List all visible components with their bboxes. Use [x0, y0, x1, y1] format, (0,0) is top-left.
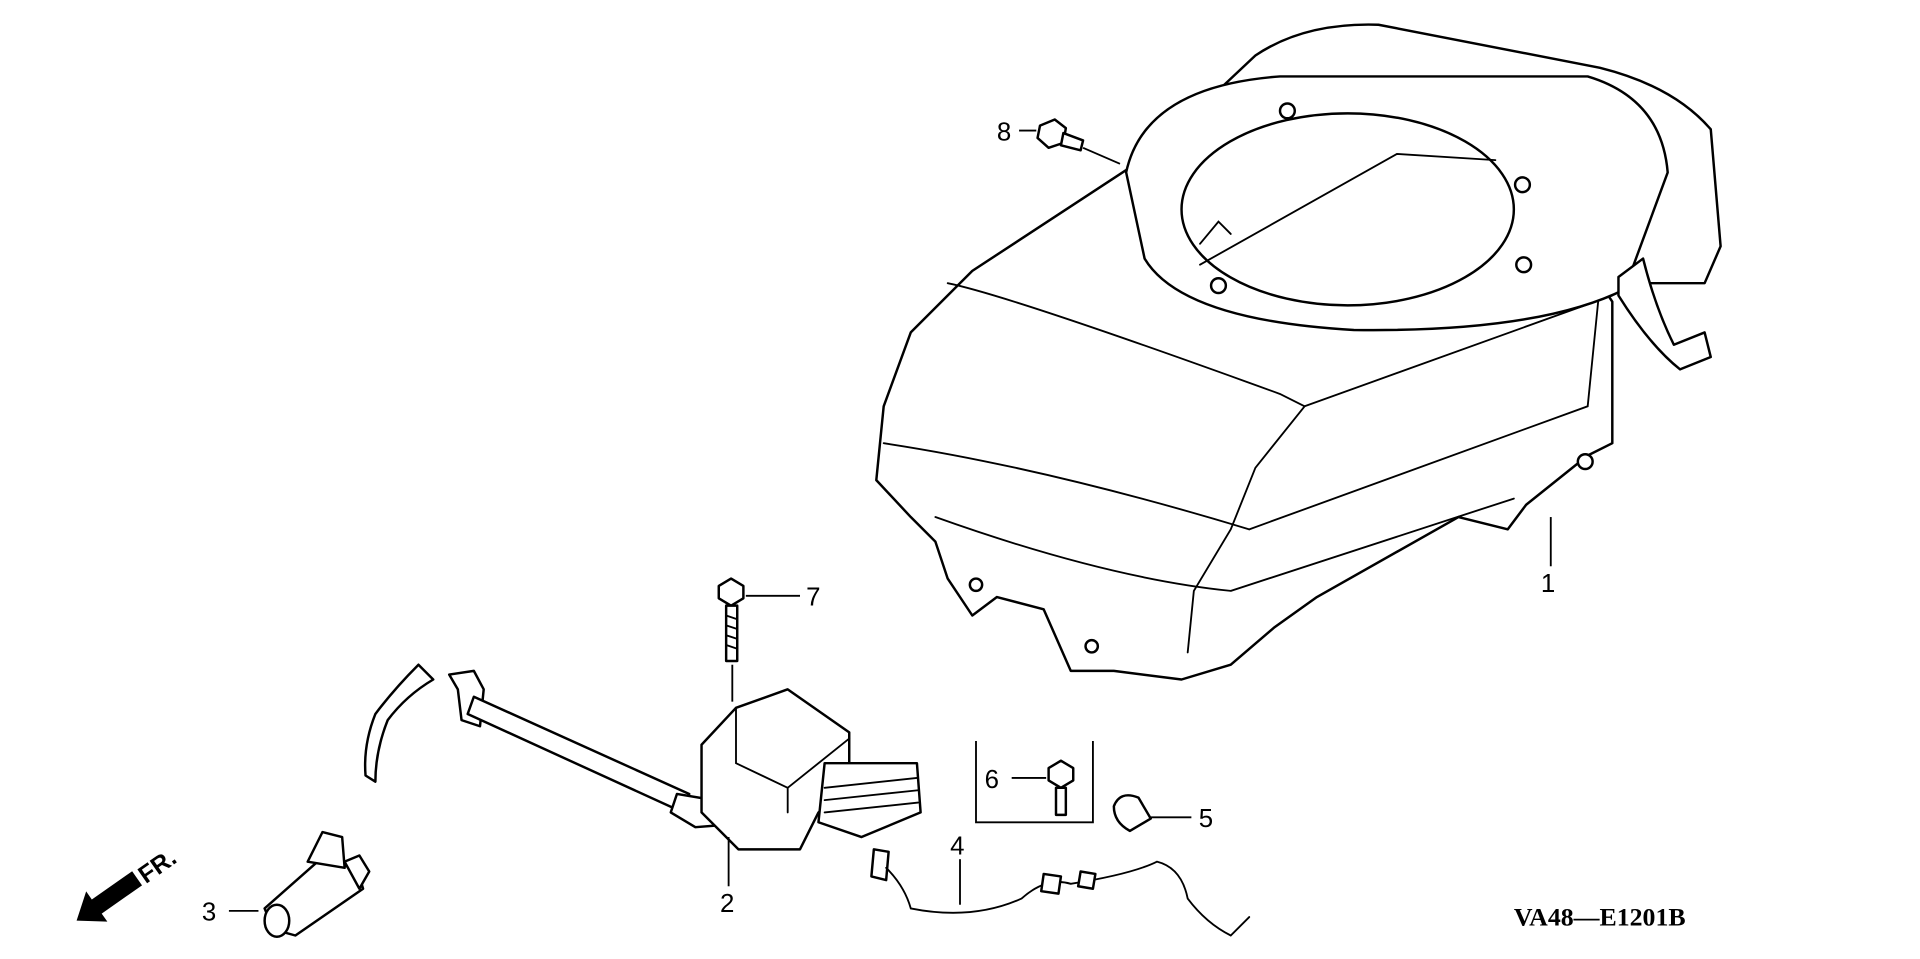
front-direction-arrow: FR. — [76, 844, 182, 922]
stop-switch-wire[interactable] — [870, 848, 1251, 937]
callout-2: 2 — [720, 890, 734, 918]
callout-4: 4 — [950, 832, 964, 860]
bolt-7[interactable] — [717, 577, 745, 663]
callout-5: 5 — [1199, 805, 1213, 833]
callout-8: 8 — [997, 118, 1011, 146]
diagram-code: VA48—E1201B — [1514, 903, 1686, 932]
callout-7: 7 — [806, 584, 820, 612]
spark-plug-cap[interactable] — [263, 830, 371, 938]
bolt-8[interactable] — [1036, 118, 1085, 152]
bolt-6[interactable] — [1047, 759, 1075, 817]
callout-6: 6 — [985, 766, 999, 794]
callout-3: 3 — [202, 899, 216, 927]
ignition-coil[interactable] — [363, 663, 922, 851]
callout-1: 1 — [1541, 570, 1555, 598]
wire-clamp[interactable] — [1112, 794, 1153, 833]
direction-label: FR. — [134, 844, 182, 889]
fan-cover[interactable] — [875, 23, 1722, 681]
